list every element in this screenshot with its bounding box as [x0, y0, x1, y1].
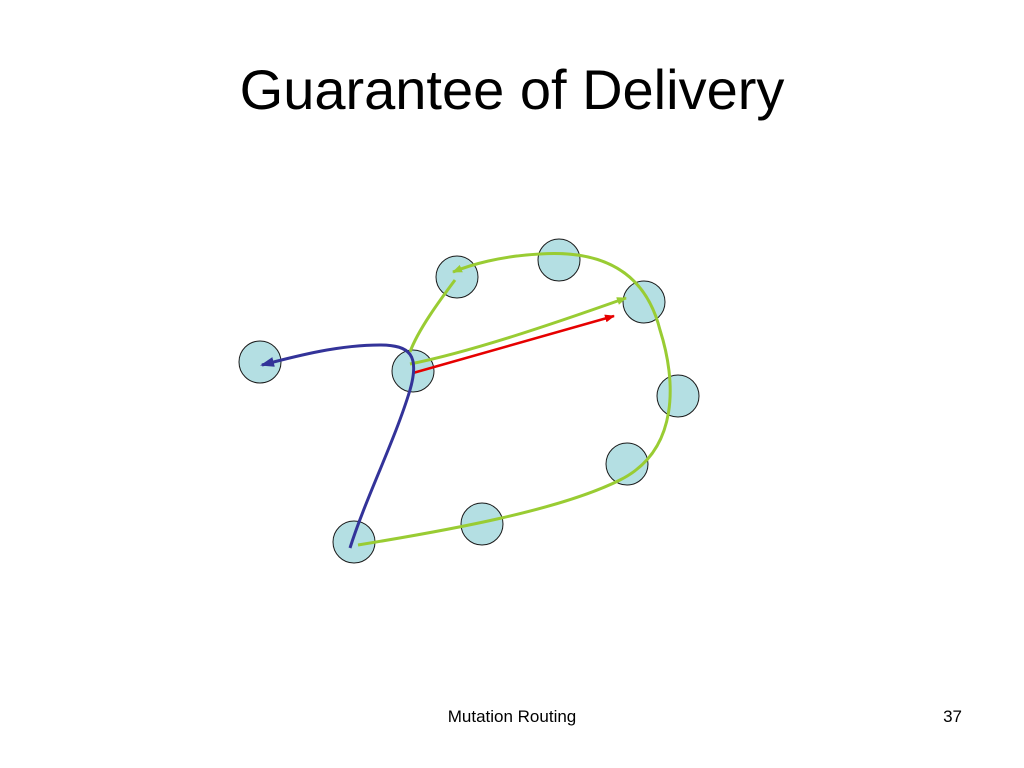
- node-lower-right: [605, 442, 649, 486]
- nodes: [238, 238, 700, 564]
- direct-link-arrow: [412, 314, 615, 375]
- face-route-path: [357, 252, 672, 547]
- node-top: [537, 238, 581, 282]
- footer-text: Mutation Routing: [447, 707, 577, 726]
- face-route-to-upper-right: [409, 296, 627, 366]
- slide-title: Guarantee of Delivery: [239, 58, 785, 121]
- node-bottom: [460, 502, 504, 546]
- page-number: 37: [943, 707, 962, 726]
- greedy-route-path: [260, 343, 416, 549]
- node-upper-left: [435, 255, 479, 299]
- face-route-descent: [408, 279, 457, 353]
- node-far-left: [238, 340, 282, 384]
- node-upper-right: [622, 280, 666, 324]
- node-right: [656, 374, 700, 418]
